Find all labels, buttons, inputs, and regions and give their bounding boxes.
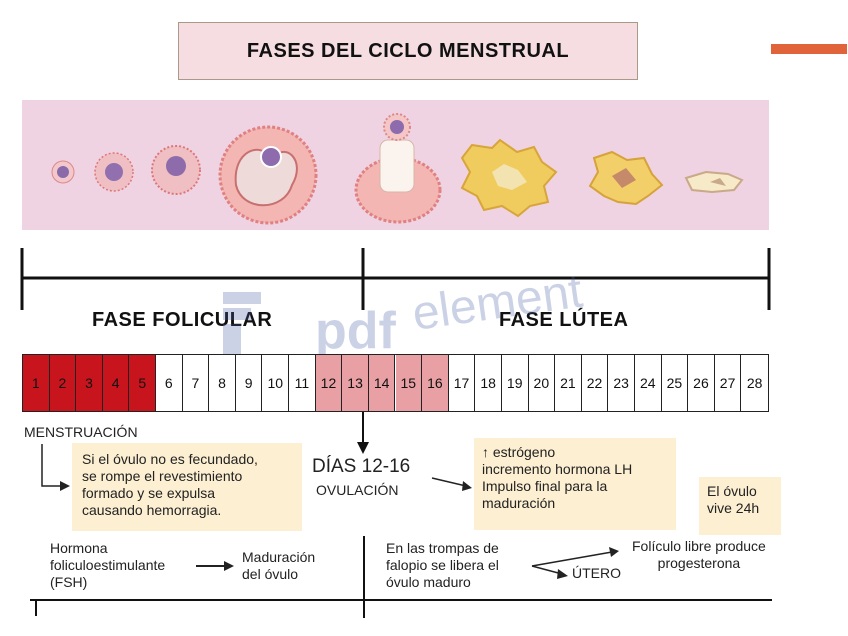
maturation-line: del óvulo [242, 566, 299, 582]
ovum-lifespan-note: El óvulo vive 24h [699, 477, 781, 535]
day-cell: 1 [23, 355, 50, 411]
not-fertilized-note: Si el óvulo no es fecundado, se rompe el… [72, 443, 302, 531]
follicle-stage-2 [94, 152, 134, 192]
day-cell: 13 [342, 355, 369, 411]
day-cell: 9 [236, 355, 263, 411]
day-cell: 23 [608, 355, 635, 411]
fsh-line: Hormona [50, 540, 108, 556]
day-cell: 7 [183, 355, 210, 411]
follicle-stage-1 [51, 160, 75, 184]
day-cell: 8 [209, 355, 236, 411]
uterus-label: ÚTERO [572, 565, 621, 581]
day-cell: 2 [49, 355, 77, 411]
note-line: se rompe el revestimiento [82, 468, 243, 484]
day-cell: 25 [662, 355, 689, 411]
day-cell: 27 [715, 355, 742, 411]
luteal-phase-label: FASE LÚTEA [499, 309, 629, 331]
corpus-albicans [684, 170, 744, 194]
regressing-corpus-luteum [588, 150, 664, 206]
note-line: vive 24h [707, 500, 760, 516]
page-title: FASES DEL CICLO MENSTRUAL [246, 39, 570, 62]
day-cell: 15 [395, 355, 423, 411]
watermark-text-light: element [409, 265, 585, 341]
day-cell: 20 [529, 355, 556, 411]
day-cell: 6 [156, 355, 183, 411]
follicle-stage-3 [151, 145, 201, 195]
title-box: FASES DEL CICLO MENSTRUAL [178, 22, 638, 80]
note-line: Si el óvulo no es fecundado, [82, 451, 258, 467]
note-line: ↑ estrógeno [482, 444, 556, 460]
fsh-label: Hormona foliculoestimulante (FSH) [50, 540, 165, 591]
note-line: El óvulo [707, 483, 757, 499]
day-cell: 28 [746, 375, 763, 391]
follicle-line: Folículo libre produce [632, 538, 766, 554]
day-cell: 5 [129, 355, 157, 411]
graafian-follicle [218, 125, 318, 225]
tubes-line: En las trompas de [386, 540, 499, 556]
day-cell: 21 [555, 355, 582, 411]
day-cell: 12 [315, 355, 343, 411]
note-line: formado y se expulsa [82, 485, 216, 501]
maturation-line: Maduración [242, 549, 316, 565]
tubes-line: falopio se libera el [386, 557, 499, 573]
day-cell: 17 [449, 355, 476, 411]
day-cell: 16 [422, 355, 449, 411]
follicle-illustration [51, 113, 744, 225]
watermark-text-bold: pdf [315, 302, 397, 360]
day-cell: 24 [635, 355, 662, 411]
pdfelement-watermark: pdf element [223, 265, 586, 360]
day-cell: 19 [502, 355, 529, 411]
fallopian-release-label: En las trompas de falopio se libera el ó… [386, 540, 499, 591]
day-cell: 18 [475, 355, 502, 411]
follicular-phase-label: FASE FOLICULAR [92, 309, 273, 331]
day-cell: 10 [262, 355, 290, 411]
note-line: maduración [482, 495, 556, 511]
ovum-maturation-label: Maduración del óvulo [242, 549, 315, 583]
day-cell: 4 [102, 355, 130, 411]
ovulation-label: OVULACIÓN [316, 482, 399, 498]
ovulation-days-label: DÍAS 12-16 [312, 456, 411, 477]
day-cell: 22 [582, 355, 609, 411]
estrogen-note: ↑ estrógeno incremento hormona LH Impuls… [474, 438, 676, 530]
fsh-line: foliculoestimulante [50, 557, 166, 573]
follicle-line: progesterona [657, 555, 741, 571]
free-follicle-label: Folículo libre produce progesterona [632, 538, 766, 572]
corpus-luteum [460, 138, 558, 218]
fsh-line: (FSH) [50, 574, 88, 590]
note-line: incremento hormona LH [482, 461, 633, 477]
note-line: Impulso final para la [482, 478, 608, 494]
day-cell: 11 [289, 355, 316, 411]
day-cell: 14 [368, 355, 396, 411]
day-cell: 3 [76, 355, 103, 411]
tubes-line: óvulo maduro [386, 574, 471, 590]
menstruation-label: MENSTRUACIÓN [24, 424, 138, 440]
corner-stamp [771, 44, 847, 54]
day-cell: 26 [688, 355, 715, 411]
ovulating-follicle [354, 113, 442, 224]
follicle-illustration-strip [22, 100, 769, 230]
note-line: causando hemorragia. [82, 502, 222, 518]
